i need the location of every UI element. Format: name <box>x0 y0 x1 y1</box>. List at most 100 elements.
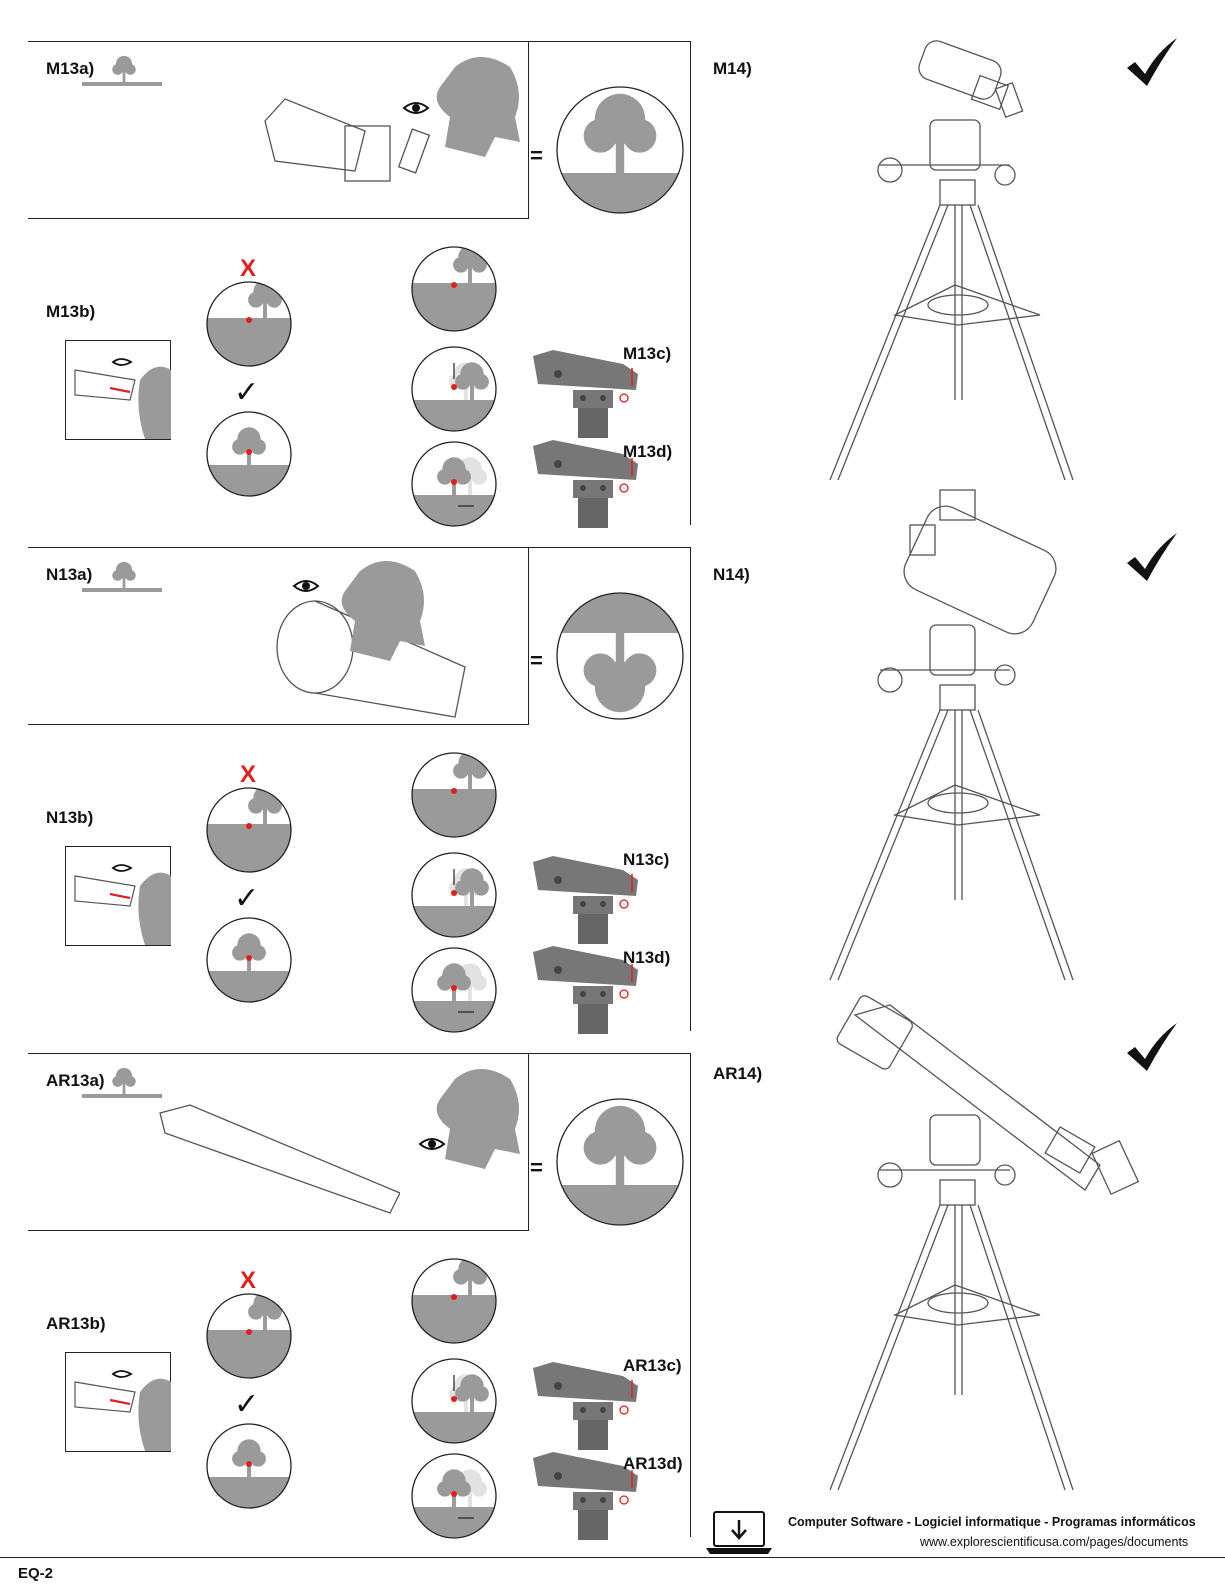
correct-mark-icon: ✓ <box>234 1390 259 1420</box>
top-rule <box>528 1053 690 1054</box>
finder-view-vertical-adjustment <box>410 1357 498 1445</box>
red-dot-icon <box>246 317 252 323</box>
tree-icon <box>248 786 282 824</box>
tree-icon <box>232 1439 266 1477</box>
eyepiece-result-view <box>555 85 685 215</box>
column-divider <box>690 547 691 1031</box>
distant-tree-icon <box>82 54 162 90</box>
red-dot-icon <box>246 823 252 829</box>
red-dot-icon <box>451 788 457 794</box>
finder-sighting-inset <box>65 1352 171 1452</box>
tree-icon <box>453 245 487 283</box>
finder-view-before-adjustment <box>410 1257 498 1345</box>
maksutov-telescope-on-tripod-illustration <box>800 30 1130 495</box>
step-b-label: N13b) <box>46 809 93 826</box>
equals-sign: = <box>530 650 543 672</box>
wrong-mark-icon: X <box>240 1269 256 1293</box>
observer-head-silhouette <box>425 47 535 157</box>
check-mark-icon <box>1125 533 1180 583</box>
footer-url-link[interactable]: www.explorescientificusa.com/pages/docum… <box>920 1535 1188 1549</box>
tree-icon <box>248 280 282 318</box>
finder-view-horizontal-adjustment <box>410 946 498 1034</box>
tree-icon <box>112 56 135 82</box>
tree-icon <box>232 933 266 971</box>
download-laptop-icon <box>704 1508 774 1556</box>
eyepiece-result-view <box>555 1097 685 1227</box>
column-divider <box>690 1053 691 1537</box>
red-dot-finder-vertical-knob <box>528 856 648 946</box>
red-dot-icon <box>451 384 457 390</box>
red-dot-icon <box>246 1461 252 1467</box>
tree-icon <box>232 427 266 465</box>
red-dot-icon <box>451 479 457 485</box>
aligned-finder-view <box>205 1422 293 1510</box>
red-dot-icon <box>451 1294 457 1300</box>
top-rule <box>528 547 690 548</box>
step-c-label: M13c) <box>623 345 671 362</box>
misaligned-finder-view <box>205 786 293 874</box>
top-rule <box>528 41 690 42</box>
finder-sighting-inset <box>65 846 171 946</box>
eyepiece-result-view <box>555 591 685 721</box>
tree-icon <box>584 1106 657 1187</box>
red-dot-icon <box>451 282 457 288</box>
equals-sign: = <box>530 1157 543 1179</box>
ar14-label: AR14) <box>713 1065 762 1082</box>
newtonian-telescope-on-tripod-illustration <box>800 485 1130 995</box>
m14-label: M14) <box>713 60 752 77</box>
tree-icon <box>453 1257 487 1295</box>
wrong-mark-icon: X <box>240 257 256 281</box>
wrong-mark-icon: X <box>240 763 256 787</box>
tree-icon <box>112 562 135 588</box>
eye-icon <box>418 1136 446 1152</box>
tree-icon <box>584 631 657 712</box>
red-dot-icon <box>451 985 457 991</box>
correct-mark-icon: ✓ <box>234 378 259 408</box>
aligned-finder-view <box>205 916 293 1004</box>
step-d-label: M13d) <box>623 443 672 460</box>
misaligned-finder-view <box>205 1292 293 1380</box>
observer-head-silhouette <box>330 551 440 661</box>
step-c-label: N13c) <box>623 851 669 868</box>
page-number: EQ-2 <box>18 1565 53 1582</box>
finder-view-vertical-adjustment <box>410 851 498 939</box>
step-d-label: AR13d) <box>623 1455 683 1472</box>
footer-software-text: Computer Software - Logiciel informatiqu… <box>788 1515 1196 1529</box>
finder-view-horizontal-adjustment <box>410 1452 498 1540</box>
red-dot-icon <box>451 890 457 896</box>
misaligned-finder-view <box>205 280 293 368</box>
red-dot-icon <box>246 955 252 961</box>
tree-icon <box>112 1068 135 1094</box>
aligned-finder-view <box>205 410 293 498</box>
bottom-rule <box>0 1557 1225 1558</box>
finder-view-before-adjustment <box>410 245 498 333</box>
column-divider <box>690 41 691 525</box>
step-c-label: AR13c) <box>623 1357 682 1374</box>
finder-view-before-adjustment <box>410 751 498 839</box>
refractor-telescope-on-tripod-illustration <box>800 995 1150 1505</box>
red-dot-icon <box>451 1491 457 1497</box>
finder-sighting-inset <box>65 340 171 440</box>
finder-view-horizontal-adjustment <box>410 440 498 528</box>
step-d-label: N13d) <box>623 949 670 966</box>
red-dot-icon <box>246 1329 252 1335</box>
finder-view-vertical-adjustment <box>410 345 498 433</box>
red-dot-icon <box>451 1396 457 1402</box>
n14-label: N14) <box>713 566 750 583</box>
observer-head-silhouette <box>425 1059 535 1169</box>
red-dot-icon <box>246 449 252 455</box>
step-b-label: AR13b) <box>46 1315 106 1332</box>
tree-icon <box>453 751 487 789</box>
telescope-eyepiece-view-illustration <box>150 1053 400 1229</box>
check-mark-icon <box>1125 38 1180 88</box>
tree-icon <box>248 1292 282 1330</box>
red-dot-finder-vertical-knob <box>528 350 648 440</box>
distant-tree-icon <box>82 560 162 596</box>
equals-sign: = <box>530 145 543 167</box>
tree-icon <box>584 94 657 175</box>
step-b-label: M13b) <box>46 303 95 320</box>
red-dot-finder-vertical-knob <box>528 1362 648 1452</box>
eye-icon <box>292 578 320 594</box>
correct-mark-icon: ✓ <box>234 884 259 914</box>
eye-icon <box>402 100 430 116</box>
